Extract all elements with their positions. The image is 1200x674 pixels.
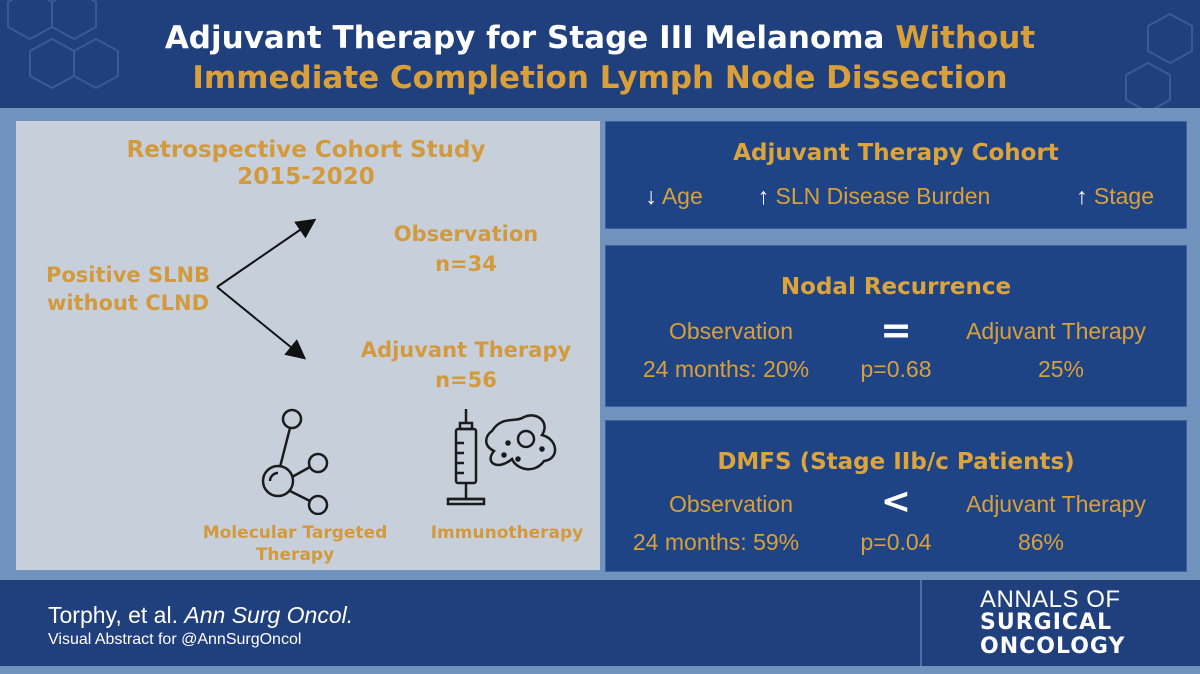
cohort-item-stage: ↑ Stage [1062,183,1168,210]
study-years: 2015-2020 [237,164,375,190]
footer-divider [920,580,922,666]
dmfs-right-label: Adjuvant Therapy [966,491,1146,517]
nodal-right-value: 25% [1037,356,1085,382]
title-part1: Adjuvant Therapy for Stage III Melanoma [164,20,896,56]
cohort-item-age: ↓ Age [634,183,714,210]
less-than-symbol: < [880,481,912,522]
study-type: Retrospective Cohort Study [126,137,486,163]
study-heading: Retrospective Cohort Study 2015-2020 [16,137,596,191]
cohort-box: Adjuvant Therapy Cohort ↓ Age ↑ SLN Dise… [605,121,1187,229]
adjuvant-n: n=56 [435,368,497,392]
main-title: Adjuvant Therapy for Stage III Melanoma … [0,18,1200,98]
dmfs-p-value: p=0.04 [860,529,932,555]
citation-journal: Ann Surg Oncol. [184,602,354,628]
nodal-right-label: Adjuvant Therapy [966,318,1146,344]
molecular-therapy-label: Molecular Targeted Therapy [192,522,398,566]
dmfs-right-value: 86% [1017,529,1065,555]
arrow-to-adjuvant [216,286,307,360]
cohort-title: Adjuvant Therapy Cohort [733,140,1059,166]
hexagon-decoration-left [7,0,119,90]
dmfs-left-label: Observation [668,491,793,517]
branch-arrows [216,218,317,360]
journal-logo-line2: SURGICAL [980,610,1113,635]
dmfs-box: DMFS (Stage IIb/c Patients) Observation … [605,420,1187,572]
arrow-up-icon: ↑ [1076,183,1088,209]
source-line1: Positive SLNB [45,263,211,287]
equal-symbol: = [880,308,912,352]
hexagon-decoration-right [1125,12,1193,108]
visual-abstract-credit: Visual Abstract for @AnnSurgOncol [48,631,302,648]
adjuvant-label: Adjuvant Therapy [360,338,572,362]
footer: Torphy, et al. Ann Surg Oncol. Visual Ab… [0,580,1200,666]
observation-n: n=34 [435,252,497,276]
journal-logo-line3: ONCOLOGY [980,634,1126,659]
molecular-line2: Therapy [255,545,335,565]
source-line2: without CLND [46,291,210,315]
title-line2: Immediate Completion Lymph Node Dissecti… [192,60,1008,96]
citation: Torphy, et al. Ann Surg Oncol. [48,602,353,629]
molecular-line1: Molecular Targeted [202,523,388,543]
source-group-label: Positive SLNB without CLND [30,261,226,317]
dmfs-title: DMFS (Stage IIb/c Patients) [717,449,1075,475]
nodal-recurrence-box: Nodal Recurrence Observation = Adjuvant … [605,245,1187,407]
header-banner: Adjuvant Therapy for Stage III Melanoma … [0,0,1200,108]
journal-logo-line1: ANNALS OF [980,586,1121,613]
cohort-sln-label: SLN Disease Burden [775,183,991,209]
observation-group-label: Observation n=34 [356,219,576,279]
arrow-up-icon: ↑ [757,183,770,209]
citation-authors: Torphy, et al. [48,602,185,628]
nodal-left-value: 24 months: 20% [642,356,810,382]
syringe-cell-icon [446,409,557,506]
arrow-to-observation [216,218,317,288]
dmfs-left-value: 24 months: 59% [632,529,800,555]
arrow-down-icon: ↓ [645,183,657,209]
cohort-stage-label: Stage [1093,183,1154,209]
adjuvant-group-label: Adjuvant Therapy n=56 [346,335,586,395]
nodal-p-value: p=0.68 [860,356,932,382]
observation-label: Observation [393,222,539,246]
study-design-panel: Retrospective Cohort Study 2015-2020 Pos… [16,121,600,570]
journal-logo: SURGICAL ONCOLOGY [980,611,1125,659]
molecule-icon [261,408,329,515]
immunotherapy-label: Immunotherapy [430,523,584,543]
title-highlight: Without [895,20,1036,56]
nodal-title: Nodal Recurrence [780,274,1012,300]
cohort-age-label: Age [661,183,703,209]
nodal-left-label: Observation [668,318,793,344]
cohort-item-sln: ↑ SLN Disease Burden [744,183,1004,210]
